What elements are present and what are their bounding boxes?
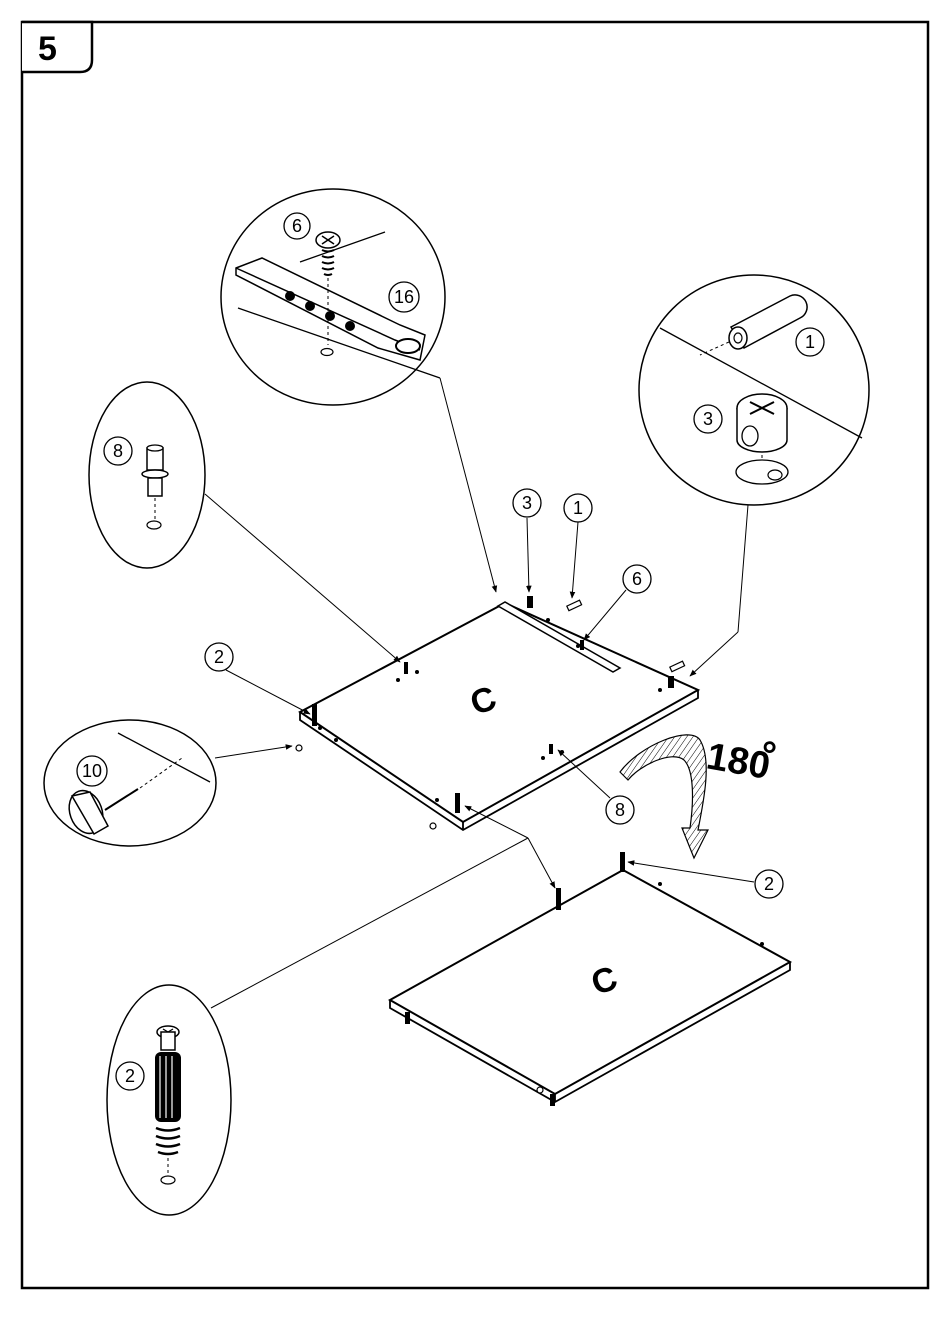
bottom-panel: C [390, 852, 790, 1106]
rotation-unit: ° [762, 735, 777, 777]
cam-part [736, 394, 788, 484]
svg-text:6: 6 [632, 569, 642, 589]
callout-zoom-cam: 3 [694, 405, 722, 433]
svg-text:2: 2 [764, 874, 774, 894]
callout-zoom-dowel: 1 [796, 328, 824, 356]
callout-zoom-screw: 6 [284, 213, 310, 239]
zoom-dowel-cam: 1 3 [639, 275, 869, 505]
zoom-bolt: 2 [107, 985, 231, 1215]
step-badge: 5 [22, 22, 92, 72]
top-panel: C [296, 596, 698, 830]
callout-zoom-rail: 16 [389, 282, 419, 312]
svg-text:1: 1 [805, 332, 815, 352]
callout-front-pin: 8 [606, 796, 634, 824]
callout-zoom-nail: 10 [77, 756, 107, 786]
rotation-arrow: 180 ° [620, 735, 777, 858]
svg-text:1: 1 [573, 498, 583, 518]
svg-text:6: 6 [292, 216, 302, 236]
svg-text:2: 2 [125, 1066, 135, 1086]
callout-zoom-pin: 8 [104, 437, 132, 465]
callout-zoom-bolt: 2 [116, 1062, 144, 1090]
svg-text:3: 3 [522, 493, 532, 513]
svg-text:8: 8 [615, 800, 625, 820]
callout-right-bolt: 2 [755, 870, 783, 898]
callout-left-bolt: 2 [205, 643, 233, 671]
svg-text:2: 2 [214, 647, 224, 667]
svg-text:8: 8 [113, 441, 123, 461]
svg-text:16: 16 [394, 287, 414, 307]
zoom-nail: 10 [44, 720, 216, 846]
svg-text:3: 3 [703, 409, 713, 429]
svg-text:10: 10 [82, 761, 102, 781]
callout-top-cam: 3 [513, 489, 541, 517]
callout-top-screw: 6 [623, 565, 651, 593]
zoom-screw-rail: 6 16 [221, 189, 445, 405]
zoom-pin: 8 [89, 382, 205, 568]
callout-top-dowel: 1 [564, 494, 592, 522]
step-number: 5 [38, 30, 57, 68]
